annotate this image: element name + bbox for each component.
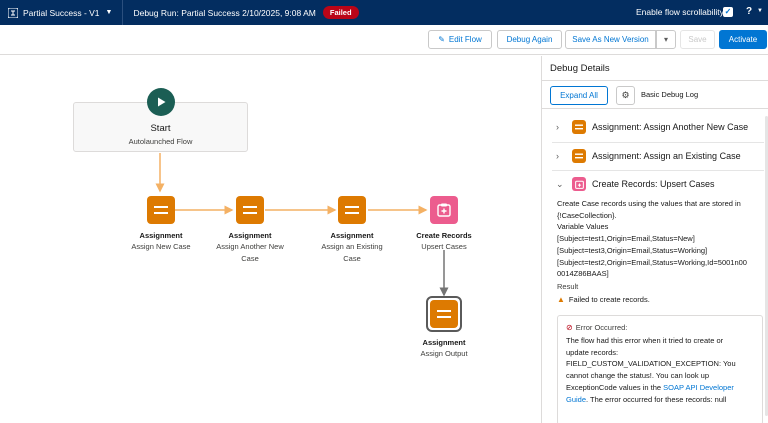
chevron-down-icon[interactable]: ▼ — [757, 8, 763, 14]
assignment-node-icon[interactable] — [338, 196, 366, 224]
section-body: Create Case records using the values tha… — [557, 198, 767, 280]
divider — [542, 108, 768, 109]
debug-run-label: Debug Run: Partial Success 2/10/2025, 9:… — [133, 7, 316, 18]
node-type-label: Assignment — [330, 231, 374, 240]
error-line: FIELD_CUSTOM_VALIDATION_EXCEPTION: You — [566, 359, 736, 369]
create-records-icon — [572, 177, 586, 191]
gear-icon[interactable]: ⚙ — [616, 86, 635, 105]
soap-api-guide-link[interactable]: Guide — [566, 394, 587, 404]
debug-section-upsert-cases[interactable]: ⌄ Create Records: Upsert Cases — [542, 170, 764, 198]
chevron-down-icon[interactable]: ▼ — [105, 9, 113, 16]
activate-button[interactable]: Activate — [719, 30, 767, 49]
start-title: Start — [150, 123, 171, 134]
body-line: [Subject=test3,Origin=Email,Status=Worki… — [557, 245, 708, 255]
debug-details-panel: Debug Details Expand All ⚙ Basic Debug L… — [541, 56, 768, 423]
pencil-icon: ✎ — [438, 35, 445, 44]
chevron-down-icon: ⌄ — [556, 178, 564, 189]
node-type-label: Assignment — [228, 231, 272, 240]
node-label: Assign New Case — [131, 242, 191, 251]
divider — [542, 80, 768, 81]
node-type-label: Assignment — [139, 231, 183, 240]
divider — [552, 142, 764, 143]
body-line: {!CaseCollection}. — [557, 210, 617, 220]
assignment-node-icon[interactable] — [147, 196, 175, 224]
error-line: Guide. The error occurred for these reco… — [566, 394, 727, 404]
result-label: Result — [557, 282, 579, 291]
connectors — [155, 153, 449, 297]
error-text: The flow had this error when it tried to… — [566, 335, 762, 405]
scrollability-label: Enable flow scrollability — [636, 7, 724, 17]
help-icon[interactable]: ? — [746, 6, 753, 17]
error-icon: ⊘ — [566, 323, 573, 332]
expand-all-button[interactable]: Expand All — [550, 86, 608, 105]
node-label: Case — [343, 254, 361, 263]
scrollbar[interactable] — [765, 116, 768, 416]
debug-section-assign-existing[interactable]: › Assignment: Assign an Existing Case — [542, 142, 764, 170]
flow-canvas[interactable]: Start Autolaunched Flow Assignment Assig… — [0, 56, 541, 423]
status-badge: Failed — [322, 6, 359, 19]
create-records-node-icon[interactable] — [430, 196, 458, 224]
error-heading: ⊘ Error Occurred: — [566, 323, 628, 332]
save-as-new-version-button[interactable]: Save As New Version — [565, 30, 656, 49]
node-label: Case — [241, 254, 259, 263]
chevron-right-icon: › — [556, 122, 559, 132]
debug-section-assign-another[interactable]: › Assignment: Assign Another New Case — [542, 113, 764, 141]
flow-name[interactable]: Partial Success - V1 — [23, 7, 100, 18]
selected-node-outline — [426, 296, 462, 332]
section-label: Create Records: Upsert Cases — [592, 179, 715, 189]
start-subtitle: Autolaunched Flow — [128, 137, 193, 146]
assignment-icon — [572, 149, 586, 163]
header-divider — [122, 0, 124, 25]
save-button[interactable]: Save — [680, 30, 715, 49]
debug-again-button[interactable]: Debug Again — [497, 30, 562, 49]
result-text: Failed to create records. — [568, 295, 650, 304]
header-bar: Partial Success - V1 ▼ Debug Run: Partia… — [0, 0, 768, 25]
result-row: ▲ Failed to create records. — [557, 295, 650, 304]
node-label: Assign an Existing — [321, 242, 383, 251]
chevron-down-icon[interactable]: ▾ — [656, 30, 676, 49]
panel-title: Debug Details — [550, 63, 610, 74]
divider — [552, 170, 764, 171]
toolbar: ✎ Edit Flow Debug Again Save As New Vers… — [0, 25, 768, 55]
error-box: ⊘ Error Occurred: The flow had this erro… — [557, 315, 763, 423]
section-label: Assignment: Assign an Existing Case — [592, 151, 741, 161]
play-icon[interactable] — [147, 88, 175, 116]
basic-debug-log-label: Basic Debug Log — [641, 90, 699, 99]
assignment-node-icon[interactable] — [430, 300, 458, 328]
node-label: Upsert Cases — [421, 242, 467, 251]
edit-flow-button[interactable]: ✎ Edit Flow — [428, 30, 492, 49]
chevron-right-icon: › — [556, 151, 559, 161]
error-line: cannot change the status!. You can look … — [566, 371, 710, 381]
node-label: Assign Output — [420, 349, 468, 358]
node-label: Assign Another New — [216, 242, 284, 251]
assignment-icon — [572, 120, 586, 134]
body-line: [Subject=test1,Origin=Email,Status=New] — [557, 234, 695, 244]
error-line: update records: — [566, 347, 619, 357]
body-line: [Subject=test2,Origin=Email,Status=Worki… — [557, 257, 747, 267]
error-line: The flow had this error when it tried to… — [566, 336, 724, 345]
soap-api-guide-link[interactable]: SOAP API Developer — [663, 382, 734, 392]
body-line: Variable Values — [557, 222, 609, 232]
error-line: ExceptionCode values in the SOAP API Dev… — [566, 382, 734, 392]
assignment-node-icon[interactable] — [236, 196, 264, 224]
node-type-label: Assignment — [422, 338, 466, 347]
body-line: Create Case records using the values tha… — [557, 199, 741, 208]
flow-icon — [8, 7, 18, 18]
warning-icon: ▲ — [557, 295, 565, 304]
node-type-label: Create Records — [416, 231, 472, 240]
section-label: Assignment: Assign Another New Case — [592, 122, 749, 132]
body-line: 0014Z86BAAS] — [557, 269, 609, 279]
scrollability-checkbox[interactable]: ✓ — [723, 7, 733, 17]
